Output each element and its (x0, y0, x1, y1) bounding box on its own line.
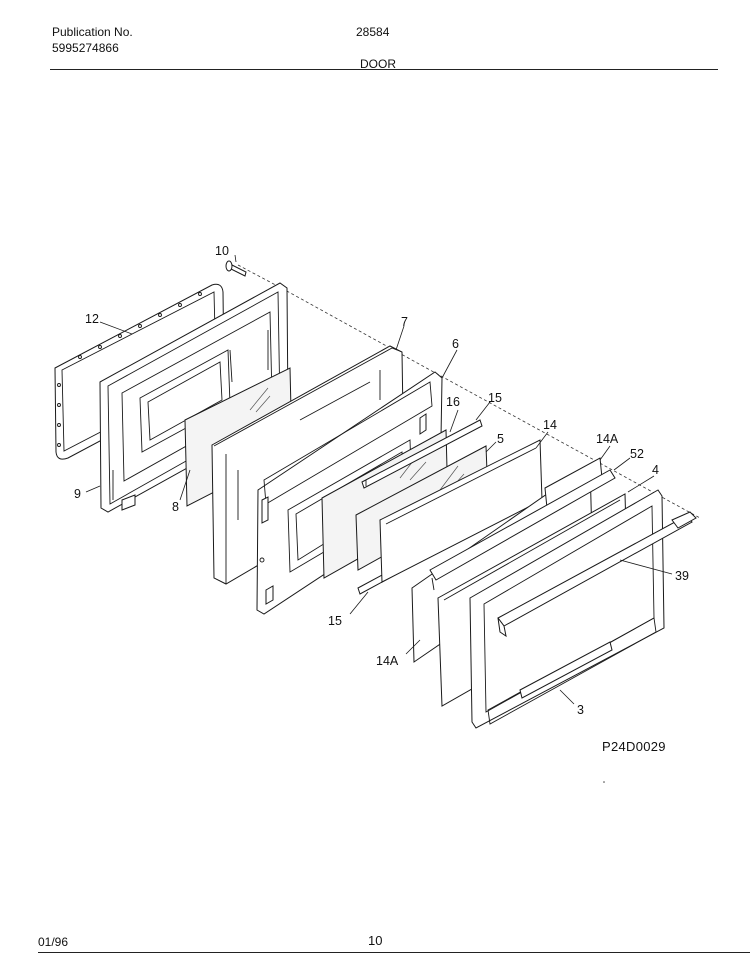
baffle-part-52 (429, 469, 616, 591)
callout-39: 39 (675, 569, 689, 583)
callout-8: 8 (172, 500, 179, 514)
callout-15-top: 15 (488, 391, 502, 405)
glass-channel-top-part-15 (361, 419, 483, 489)
callout-4: 4 (652, 463, 659, 477)
callout-3: 3 (577, 703, 584, 717)
callout-14: 14 (543, 418, 557, 432)
door-handle (497, 511, 697, 638)
callout-7: 7 (401, 315, 408, 329)
footer-rule (38, 952, 750, 953)
footer-date: 01/96 (38, 935, 69, 949)
model-number: 28584 (356, 25, 390, 39)
publication-label: Publication No. (52, 25, 133, 39)
page-number: 10 (368, 933, 383, 948)
publication-number: 5995274866 (52, 41, 119, 55)
callout-16: 16 (446, 395, 460, 409)
callout-14a-bottom: 14A (376, 654, 399, 668)
callout-5: 5 (497, 432, 504, 446)
screw-part-10 (225, 260, 247, 277)
callout-15-bottom: 15 (328, 614, 342, 628)
callout-leader-lines (85, 254, 673, 705)
callout-9: 9 (74, 487, 81, 501)
callout-6: 6 (452, 337, 459, 351)
callout-10: 10 (215, 244, 229, 258)
speck-mark (603, 781, 605, 783)
section-title: DOOR (360, 57, 396, 71)
callout-labels: 10 12 9 8 7 6 16 15 5 14 14A 52 4 39 15 … (74, 244, 689, 717)
header-rule (50, 69, 718, 70)
kick-plate-part-3 (519, 641, 613, 699)
callout-12: 12 (85, 312, 99, 326)
figure-code: P24D0029 (602, 739, 666, 754)
callout-14a-top: 14A (596, 432, 619, 446)
callout-52: 52 (630, 447, 644, 461)
